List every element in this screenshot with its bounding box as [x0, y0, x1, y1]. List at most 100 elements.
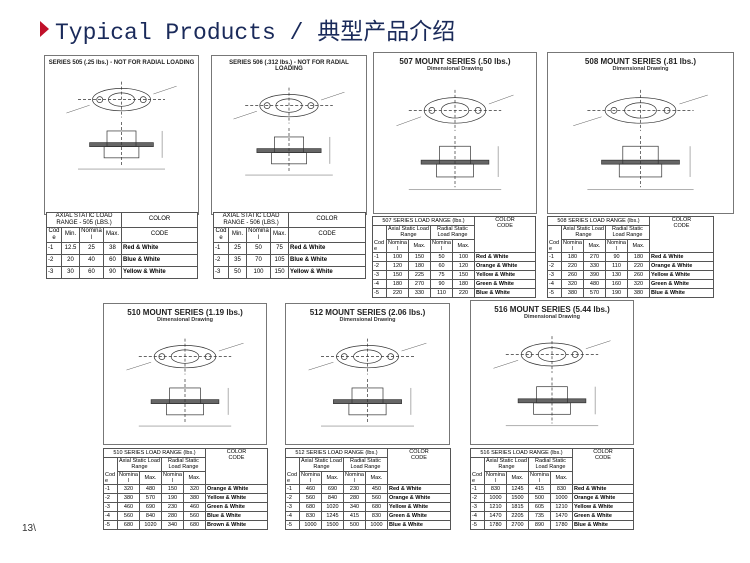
- table-cell: 340: [343, 502, 366, 513]
- group-header: Axial Static Load Range: [117, 457, 162, 472]
- column-header: Nominal: [605, 238, 628, 254]
- column-header: Code: [372, 224, 387, 254]
- column-header: Nominal: [528, 470, 551, 486]
- color-code: Yellow & White: [387, 502, 451, 513]
- dimensional-drawing: [233, 87, 345, 176]
- product-panel-506: SERIES 506 (.312 lbs.) - NOT FOR RADIAL …: [211, 55, 367, 215]
- column-header: Max.: [452, 238, 475, 254]
- table-cell: 560: [365, 493, 388, 504]
- table-cell: 890: [528, 520, 551, 531]
- color-header: CODE: [288, 226, 367, 243]
- color-code: Blue & White: [474, 288, 536, 299]
- color-code: Red & White: [387, 484, 451, 495]
- table-cell: 830: [550, 484, 573, 495]
- group-header: Radial Static Load Range: [430, 225, 475, 240]
- table-cell: -3: [285, 502, 300, 513]
- color-header: COLOR: [121, 212, 199, 228]
- table-cell: 690: [321, 484, 344, 495]
- table-cell: 1000: [299, 520, 322, 531]
- table-cell: -1: [213, 241, 229, 255]
- table-title: AXIAL STATIC LOAD RANGE - 505 (LBS.): [45, 212, 123, 228]
- group-header: Axial Static Load Range: [484, 457, 529, 472]
- table-cell: 150: [386, 270, 409, 281]
- table-cell: -2: [470, 493, 485, 504]
- group-header: Radial Static Load Range: [528, 457, 573, 472]
- table-cell: -5: [285, 520, 300, 531]
- color-header-line: CODE: [411, 455, 427, 462]
- table-title: 507 SERIES LOAD RANGE (lbs.): [372, 216, 475, 226]
- column-header: Max.: [408, 238, 431, 254]
- column-header: Max.: [506, 470, 529, 486]
- page-title: Typical Products / 典型产品介绍: [40, 12, 455, 46]
- table-title: 508 SERIES LOAD RANGE (lbs.): [547, 216, 650, 226]
- table-cell: 500: [528, 493, 551, 504]
- table-cell: 560: [183, 511, 206, 522]
- color-code: Red & White: [288, 241, 367, 255]
- column-header: Nominal: [386, 238, 409, 254]
- color-header-line: COLOR: [409, 449, 429, 455]
- table-cell: 110: [430, 288, 453, 299]
- color-header-line: COLOR: [495, 217, 515, 223]
- load-range-table: AXIAL STATIC LOAD RANGE - 506 (LBS.)COLO…: [212, 212, 367, 279]
- table-header-row: AXIAL STATIC LOAD RANGE - 505 (LBS.)COLO…: [45, 212, 199, 228]
- table-cell: 220: [627, 261, 650, 272]
- table-cell: 840: [139, 511, 162, 522]
- table-cell: 105: [269, 253, 290, 267]
- column-header: Min.: [228, 226, 247, 243]
- table-cell: 150: [408, 252, 431, 263]
- table-cell: 460: [299, 484, 322, 495]
- column-header: Code: [213, 226, 229, 243]
- table-cell: 70: [246, 253, 271, 267]
- color-header-line: CODE: [595, 455, 611, 462]
- table-cell: 1815: [506, 502, 529, 513]
- group-header: Axial Static Load Range: [299, 457, 344, 472]
- color-header-line: CODE: [673, 223, 690, 230]
- table-cell: -5: [470, 520, 485, 531]
- table-cell: 320: [183, 484, 206, 495]
- panel-header: 516 MOUNT SERIES (5.44 lbs.): [494, 305, 610, 314]
- color-code: Yellow & White: [205, 493, 268, 504]
- panel-subtitle: Dimensional Drawing: [427, 66, 483, 72]
- table-cell: 20: [61, 253, 80, 267]
- color-header-line: CODE: [228, 455, 245, 462]
- table-cell: 560: [117, 511, 140, 522]
- table-cell: 180: [561, 252, 584, 263]
- column-header: Code: [285, 456, 300, 486]
- panel-header: SERIES 505 (.25 lbs.) - NOT FOR RADIAL L…: [48, 60, 195, 66]
- table-cell: 380: [561, 288, 584, 299]
- table-cell: 60: [102, 253, 123, 267]
- color-code: Blue & White: [121, 253, 199, 267]
- table-cell: 100: [386, 252, 409, 263]
- color-header-line: COLOR: [671, 217, 692, 223]
- color-code: Yellow & White: [288, 265, 367, 279]
- table-cell: 415: [528, 484, 551, 495]
- table-cell: 1020: [139, 520, 162, 531]
- color-code: Orange & White: [474, 261, 536, 272]
- table-cell: 830: [484, 484, 507, 495]
- table-cell: 225: [408, 270, 431, 281]
- table-cell: 680: [183, 520, 206, 531]
- color-header-line: COLOR: [593, 449, 613, 455]
- table-cell: 330: [408, 288, 431, 299]
- table-cell: -3: [213, 265, 229, 279]
- table-cell: 260: [561, 270, 584, 281]
- color-code: Yellow & White: [474, 270, 536, 281]
